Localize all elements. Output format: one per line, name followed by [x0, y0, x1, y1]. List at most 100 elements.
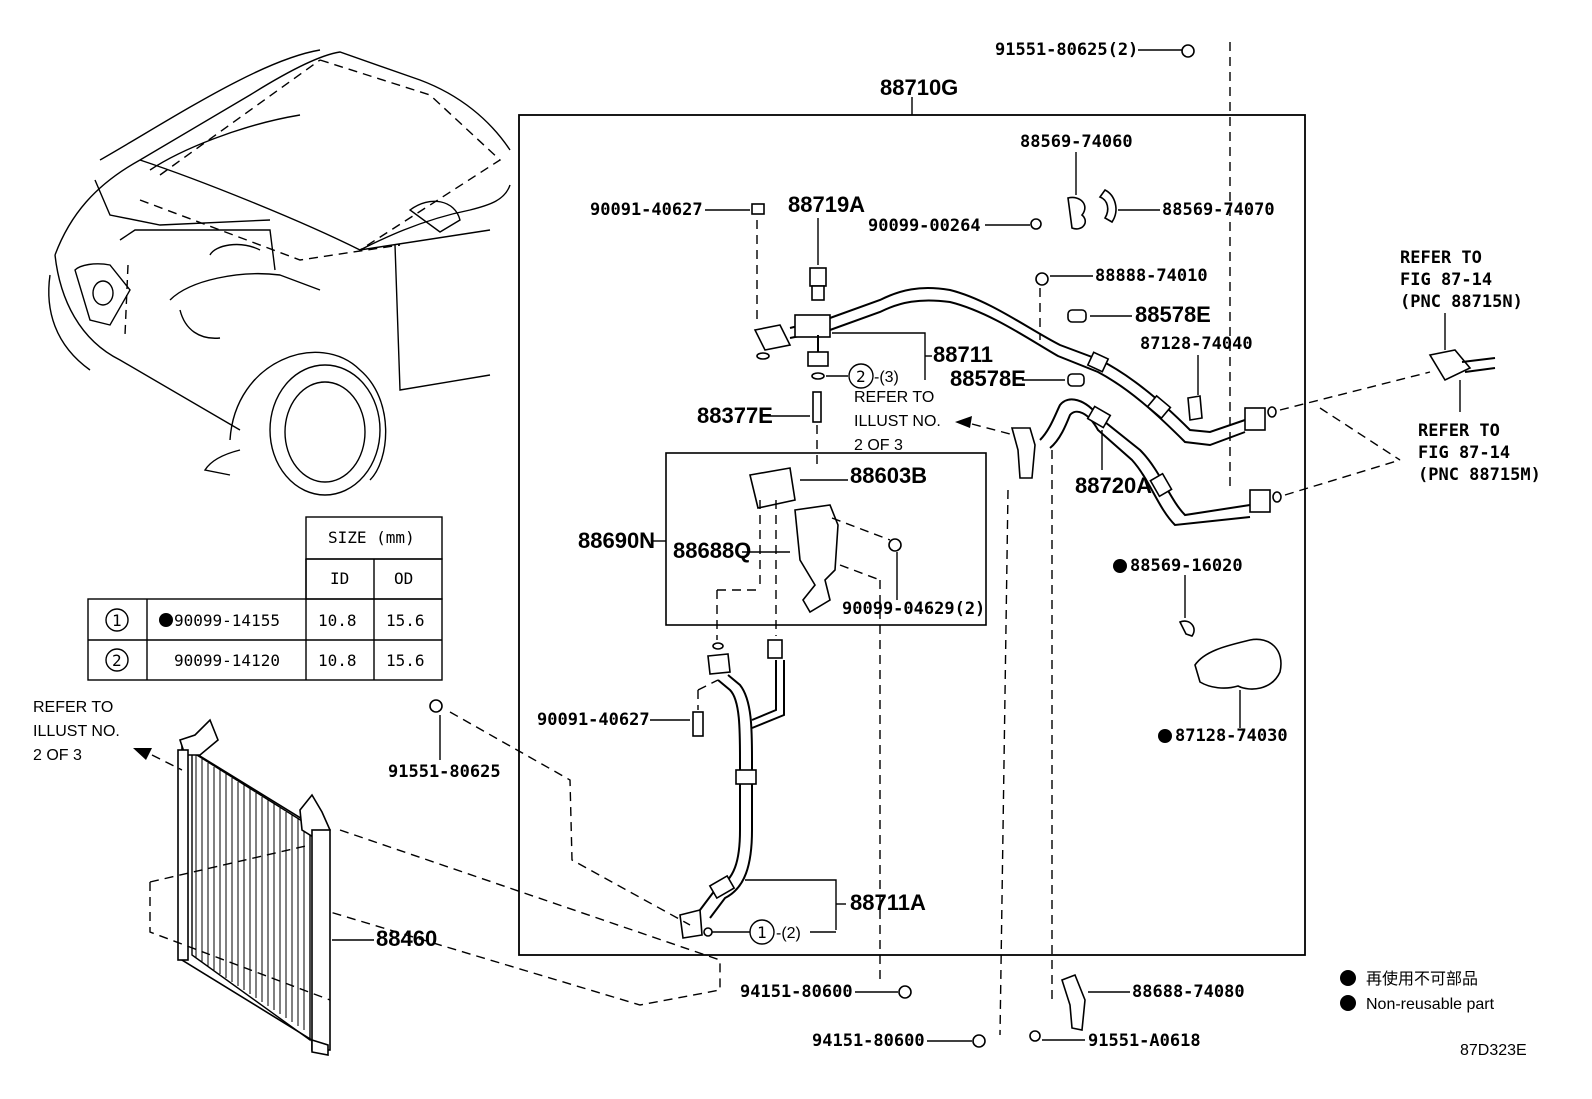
nut-icon — [972, 1034, 986, 1048]
liquid-tube — [699, 679, 741, 911]
part-label[interactable]: 88578E — [950, 366, 1026, 391]
refer-note: ILLUST NO. — [33, 723, 120, 740]
part-label[interactable]: 88603B — [850, 463, 927, 488]
refer-note: (PNC 88715M) — [1418, 465, 1541, 485]
non-reusable-dot — [1340, 970, 1356, 986]
part-label[interactable]: 94151-80600 — [740, 982, 853, 1002]
bolt-icon — [1030, 218, 1042, 230]
cap-icon — [1067, 309, 1087, 323]
part-label[interactable]: 88569-74060 — [1020, 132, 1133, 152]
clip-icon — [1178, 620, 1195, 637]
part-label[interactable]: 88888-74010 — [1095, 266, 1208, 286]
part-label[interactable]: 88690N — [578, 528, 655, 553]
non-reusable-dot — [1158, 729, 1172, 743]
table-column-header: ID — [330, 569, 349, 588]
cap-icon — [1035, 272, 1049, 286]
refer-note: REFER TO — [854, 389, 934, 406]
part-label[interactable]: 87128-74030 — [1175, 726, 1288, 746]
fitting-icon — [1244, 407, 1266, 431]
callout-number: 2 — [856, 367, 866, 386]
bolt-icon — [888, 538, 902, 552]
refer-note: (PNC 88715N) — [1400, 292, 1523, 312]
pipe-block-icon — [794, 314, 831, 338]
part-label[interactable]: 88688-74080 — [1132, 982, 1245, 1002]
part-label[interactable]: 94151-80600 — [812, 1031, 925, 1051]
connector-icon — [1428, 349, 1472, 382]
callout-circle-2 — [848, 363, 874, 389]
valve-icon — [809, 267, 827, 287]
part-label[interactable]: 88569-16020 — [1130, 556, 1243, 576]
part-label[interactable]: 88711A — [850, 890, 926, 915]
bolt-icon — [751, 203, 765, 215]
refer-note: REFER TO — [1418, 421, 1500, 441]
refer-note: REFER TO — [33, 699, 113, 716]
table-row-number: 1 — [112, 611, 122, 630]
part-label[interactable]: 88711 — [933, 342, 993, 367]
refer-note: 2 OF 3 — [33, 747, 82, 764]
table-cell-od: 15.6 — [386, 651, 425, 670]
callout-quantity: -(2) — [776, 925, 801, 942]
bolt-icon — [1029, 1030, 1041, 1042]
hose-fitting-icon — [1194, 638, 1282, 690]
part-label[interactable]: 90099-00264 — [868, 216, 981, 236]
valve-core-icon — [812, 391, 822, 423]
fitting-icon — [753, 324, 792, 351]
fitting-icon — [679, 908, 703, 939]
part-label[interactable]: 91551-80625 — [388, 762, 501, 782]
main-group-label: 88710G — [880, 75, 958, 100]
callout-number: 1 — [757, 923, 767, 942]
pressure-switch-icon — [749, 467, 796, 509]
sleeve-icon — [708, 874, 736, 900]
part-label[interactable]: 90099-04629(2) — [842, 599, 985, 619]
sleeve-icon — [735, 769, 757, 785]
cap-icon — [1067, 373, 1085, 387]
bolt-icon — [429, 699, 443, 713]
legend-en: Non-reusable part — [1366, 996, 1495, 1013]
table-row-number: 2 — [112, 651, 122, 670]
part-label[interactable]: 88720A — [1075, 473, 1152, 498]
part-label[interactable]: 90091-40627 — [537, 710, 650, 730]
clamp-icon — [1098, 188, 1117, 224]
clamp-icon — [1067, 196, 1087, 230]
table-column-header: OD — [394, 569, 413, 588]
figure-code: 87D323E — [1460, 1042, 1527, 1059]
fitting-icon — [767, 639, 783, 659]
refer-note: 2 OF 3 — [854, 437, 903, 454]
callout-quantity: -(3) — [874, 369, 899, 386]
part-label[interactable]: 88377E — [697, 403, 773, 428]
refer-note: FIG 87-14 — [1400, 270, 1492, 290]
discharge-hose — [1039, 398, 1251, 517]
refer-note: FIG 87-14 — [1418, 443, 1510, 463]
callout-circle-1 — [749, 919, 775, 945]
vehicle-illustration — [48, 49, 511, 496]
table-part-number[interactable]: 90099-14155 — [174, 611, 280, 630]
oring-icon — [756, 352, 770, 360]
table-header: SIZE (mm) — [328, 528, 415, 547]
part-label[interactable]: 88460 — [376, 926, 437, 951]
table-cell-id: 10.8 — [318, 651, 357, 670]
table-cell-od: 15.6 — [386, 611, 425, 630]
nut-icon — [898, 985, 912, 999]
part-label[interactable]: 91551-A0618 — [1088, 1031, 1201, 1051]
part-label[interactable]: 88719A — [788, 192, 865, 217]
non-reusable-dot — [1340, 995, 1356, 1011]
part-label[interactable]: 90091-40627 — [590, 200, 703, 220]
oring-icon — [811, 372, 825, 380]
valve-cap-icon — [811, 285, 825, 301]
sleeve-icon — [1086, 405, 1112, 429]
sleeve-icon — [1146, 394, 1172, 420]
bracket-icon — [1010, 427, 1036, 479]
part-label[interactable]: 88688Q — [673, 538, 751, 563]
non-reusable-dot — [159, 613, 173, 627]
part-label[interactable]: 88569-74070 — [1162, 200, 1275, 220]
bracket-icon — [1061, 973, 1086, 1031]
bolt-icon — [1181, 44, 1195, 58]
table-cell-id: 10.8 — [318, 611, 357, 630]
part-label[interactable]: 88578E — [1135, 302, 1211, 327]
table-part-number[interactable]: 90099-14120 — [174, 651, 280, 670]
part-label[interactable]: 91551-80625(2) — [995, 40, 1138, 60]
bolt-icon — [692, 711, 704, 737]
refer-note: ILLUST NO. — [854, 413, 941, 430]
part-label[interactable]: 87128-74040 — [1140, 334, 1253, 354]
